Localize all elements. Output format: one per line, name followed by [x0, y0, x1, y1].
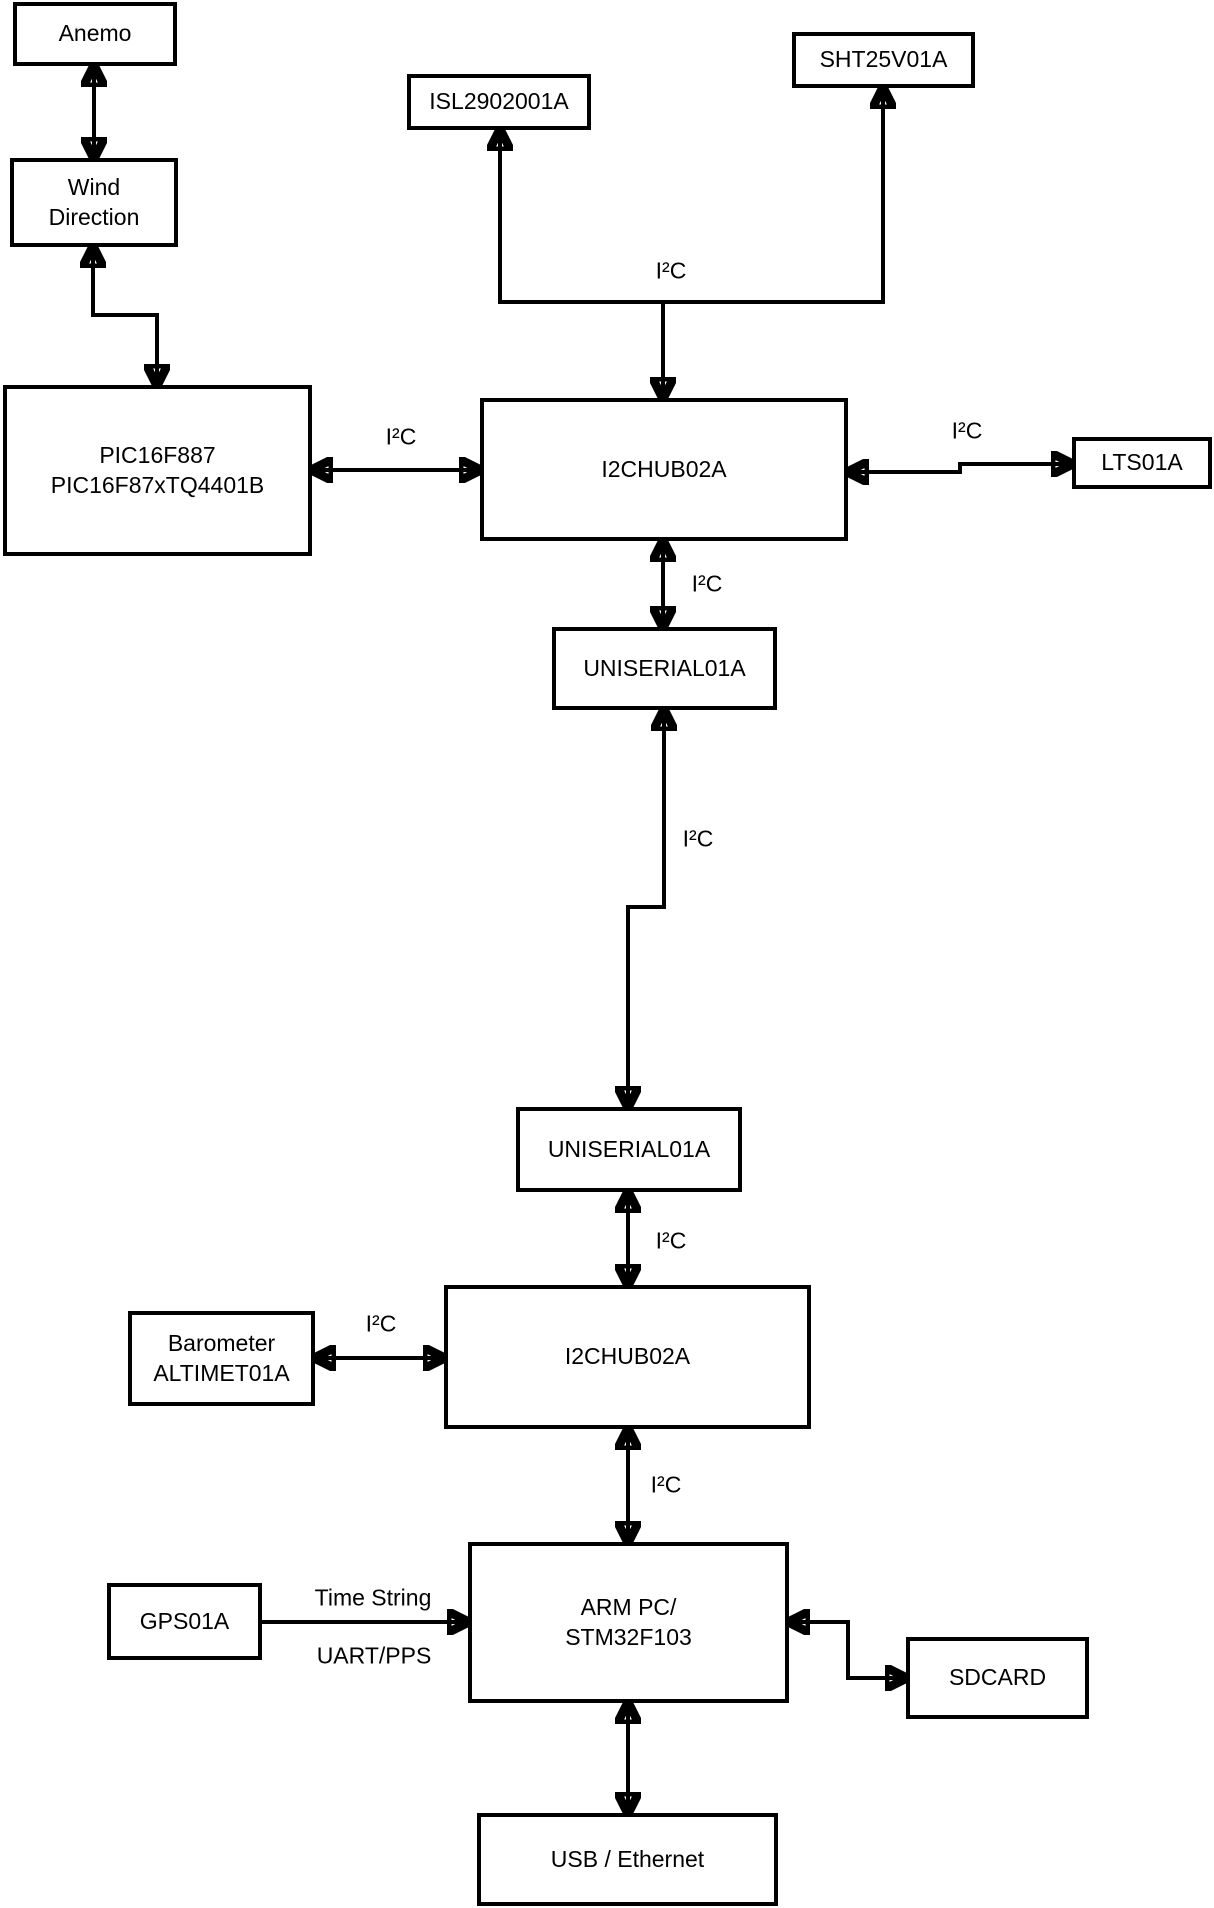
node-lts01a-label: LTS01A	[1101, 449, 1183, 476]
edge-label-gps-time-string: Time String	[314, 1584, 432, 1611]
node-isl2902001a-label: ISL2902001A	[429, 88, 569, 115]
node-pic16f887-label-line1: PIC16F887	[99, 441, 216, 468]
edge-uniserial1-uniserial2	[628, 710, 664, 1107]
edge-label-hub2-arm-i2c: I²C	[650, 1471, 682, 1498]
edge-label-gps-uart-pps: UART/PPS	[316, 1642, 432, 1669]
edge-arm-sdcard	[789, 1622, 906, 1678]
node-uniserial01a-bottom-label: UNISERIAL01A	[547, 1135, 711, 1162]
node-i2chub02a-top-label: I2CHUB02A	[601, 455, 727, 482]
node-sdcard-label: SDCARD	[948, 1664, 1047, 1691]
node-anemo: Anemo	[13, 2, 177, 66]
node-arm-pc-stm32f103: ARM PC/ STM32F103	[468, 1542, 789, 1703]
node-uniserial01a-bottom: UNISERIAL01A	[516, 1107, 742, 1192]
node-i2chub02a-bottom: I2CHUB02A	[444, 1285, 811, 1429]
edge-label-bus-i2c: I²C	[655, 257, 687, 284]
edge-label-hub-lts-i2c: I²C	[951, 417, 983, 444]
edge-label-barometer-hub2-i2c: I²C	[365, 1310, 397, 1337]
edge-hub1-lts	[848, 464, 1072, 472]
node-barometer-label-line2: ALTIMET01A	[153, 1359, 290, 1386]
node-uniserial01a-top: UNISERIAL01A	[552, 627, 777, 710]
node-arm-pc-label-line1: ARM PC/	[580, 1593, 677, 1620]
edge-label-uniserial-hub2-i2c: I²C	[655, 1227, 687, 1254]
node-lts01a: LTS01A	[1072, 437, 1212, 489]
node-barometer-altimet01a: Barometer ALTIMET01A	[128, 1311, 315, 1406]
node-uniserial01a-top-label: UNISERIAL01A	[583, 654, 746, 681]
node-sht25v01a-label: SHT25V01A	[819, 46, 948, 73]
node-i2chub02a-bottom-label: I2CHUB02A	[564, 1343, 691, 1370]
node-pic16f887-label-line2: PIC16F87xTQ4401B	[50, 471, 265, 498]
edge-label-hub-uniserial-i2c: I²C	[691, 570, 723, 597]
node-sht25v01a: SHT25V01A	[792, 32, 975, 88]
node-gps01a: GPS01A	[107, 1583, 262, 1660]
node-wind-direction-label-line2: Direction	[48, 203, 140, 230]
edge-label-uniserial-link-i2c: I²C	[682, 825, 714, 852]
node-anemo-label: Anemo	[58, 20, 132, 47]
node-usb-ethernet-label: USB / Ethernet	[550, 1845, 705, 1872]
node-barometer-label-line1: Barometer	[167, 1329, 276, 1356]
edge-label-pic-hub-i2c: I²C	[385, 423, 417, 450]
node-arm-pc-label-line2: STM32F103	[565, 1623, 692, 1650]
node-wind-direction: Wind Direction	[10, 158, 178, 247]
node-usb-ethernet: USB / Ethernet	[477, 1813, 778, 1906]
node-sdcard: SDCARD	[906, 1637, 1089, 1719]
node-wind-direction-label-line1: Wind	[67, 173, 121, 200]
node-gps01a-label: GPS01A	[139, 1607, 230, 1634]
node-i2chub02a-top: I2CHUB02A	[480, 398, 848, 541]
node-isl2902001a: ISL2902001A	[407, 74, 591, 130]
edge-wind-pic	[93, 247, 157, 385]
node-pic16f887: PIC16F887 PIC16F87xTQ4401B	[3, 385, 312, 556]
